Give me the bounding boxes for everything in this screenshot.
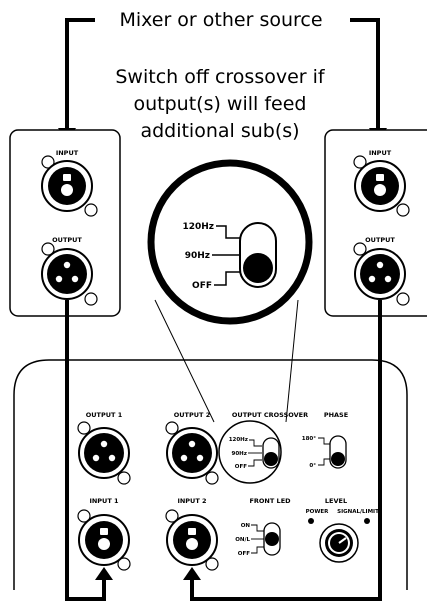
crossover-opt-off: OFF	[235, 464, 247, 470]
input1-combo-jack[interactable]	[77, 509, 131, 571]
right-combo-input-jack[interactable]	[353, 155, 410, 217]
input2-label: INPUT 2	[177, 497, 206, 505]
left-output-to-input1-line	[65, 300, 106, 601]
crossover-switch[interactable]: 120Hz 90Hz OFF	[218, 420, 282, 484]
note-line-2: output(s) will feed	[134, 93, 307, 115]
right-input-label: INPUT	[369, 149, 392, 157]
phase-title: PHASE	[324, 411, 348, 419]
crossover-opt-90: 90Hz	[232, 451, 247, 457]
zoom-label-off: OFF	[192, 281, 212, 291]
right-connector-plate: INPUT OUTPUT	[324, 129, 427, 317]
power-label: POWER	[306, 509, 330, 515]
zoom-line-left	[154, 299, 215, 423]
zoom-label-90hz: 90Hz	[185, 251, 210, 261]
level-knob[interactable]	[319, 523, 359, 563]
crossover-opt-120: 120Hz	[229, 437, 248, 443]
phase-switch[interactable]: 180° 0°	[302, 435, 347, 469]
left-xlr-output-jack[interactable]	[41, 242, 98, 306]
input1-arrow	[95, 567, 113, 580]
output2-label: OUTPUT 2	[174, 411, 211, 419]
front-led-switch[interactable]: ON ON/L OFF	[235, 522, 281, 557]
crossover-zoom-callout: 120Hz 90Hz OFF	[147, 159, 313, 325]
source-line-right	[350, 18, 380, 140]
output1-xlr-jack[interactable]	[77, 421, 131, 485]
left-connector-plate: INPUT OUTPUT	[9, 129, 121, 317]
front-led-opt-on: ON	[241, 523, 251, 529]
right-xlr-output-jack[interactable]	[353, 242, 410, 306]
input2-arrow	[183, 567, 201, 580]
phase-opt-180: 180°	[302, 436, 316, 442]
note-line-3: additional sub(s)	[140, 120, 299, 142]
input2-combo-jack[interactable]	[165, 509, 219, 571]
front-led-opt-off: OFF	[238, 551, 250, 557]
rear-panel-outline	[13, 359, 408, 590]
power-led-icon	[308, 518, 314, 524]
front-led-opt-onl: ON/L	[235, 537, 250, 543]
output2-xlr-jack[interactable]	[165, 421, 219, 485]
left-combo-input-jack[interactable]	[41, 155, 98, 217]
zoom-label-120hz: 120Hz	[182, 222, 214, 232]
right-output-to-input2-line	[190, 300, 382, 601]
level-title: LEVEL	[325, 497, 347, 505]
front-led-title: FRONT LED	[249, 497, 291, 505]
left-output-label: OUTPUT	[52, 236, 82, 244]
source-label: Mixer or other source	[119, 9, 322, 31]
right-output-label: OUTPUT	[365, 236, 395, 244]
note-line-1: Switch off crossover if	[115, 66, 326, 88]
zoom-switch-knob	[243, 253, 273, 283]
input1-label: INPUT 1	[89, 497, 119, 505]
left-input-label: INPUT	[56, 149, 79, 157]
signal-limit-label: SIGNAL/LIMIT	[337, 509, 379, 515]
output1-label: OUTPUT 1	[86, 411, 123, 419]
crossover-title: OUTPUT CROSSOVER	[232, 411, 308, 419]
signal-limit-led-icon	[364, 518, 370, 524]
phase-opt-0: 0°	[309, 463, 316, 469]
zoom-line-right	[285, 299, 299, 423]
source-line-left	[65, 18, 95, 140]
